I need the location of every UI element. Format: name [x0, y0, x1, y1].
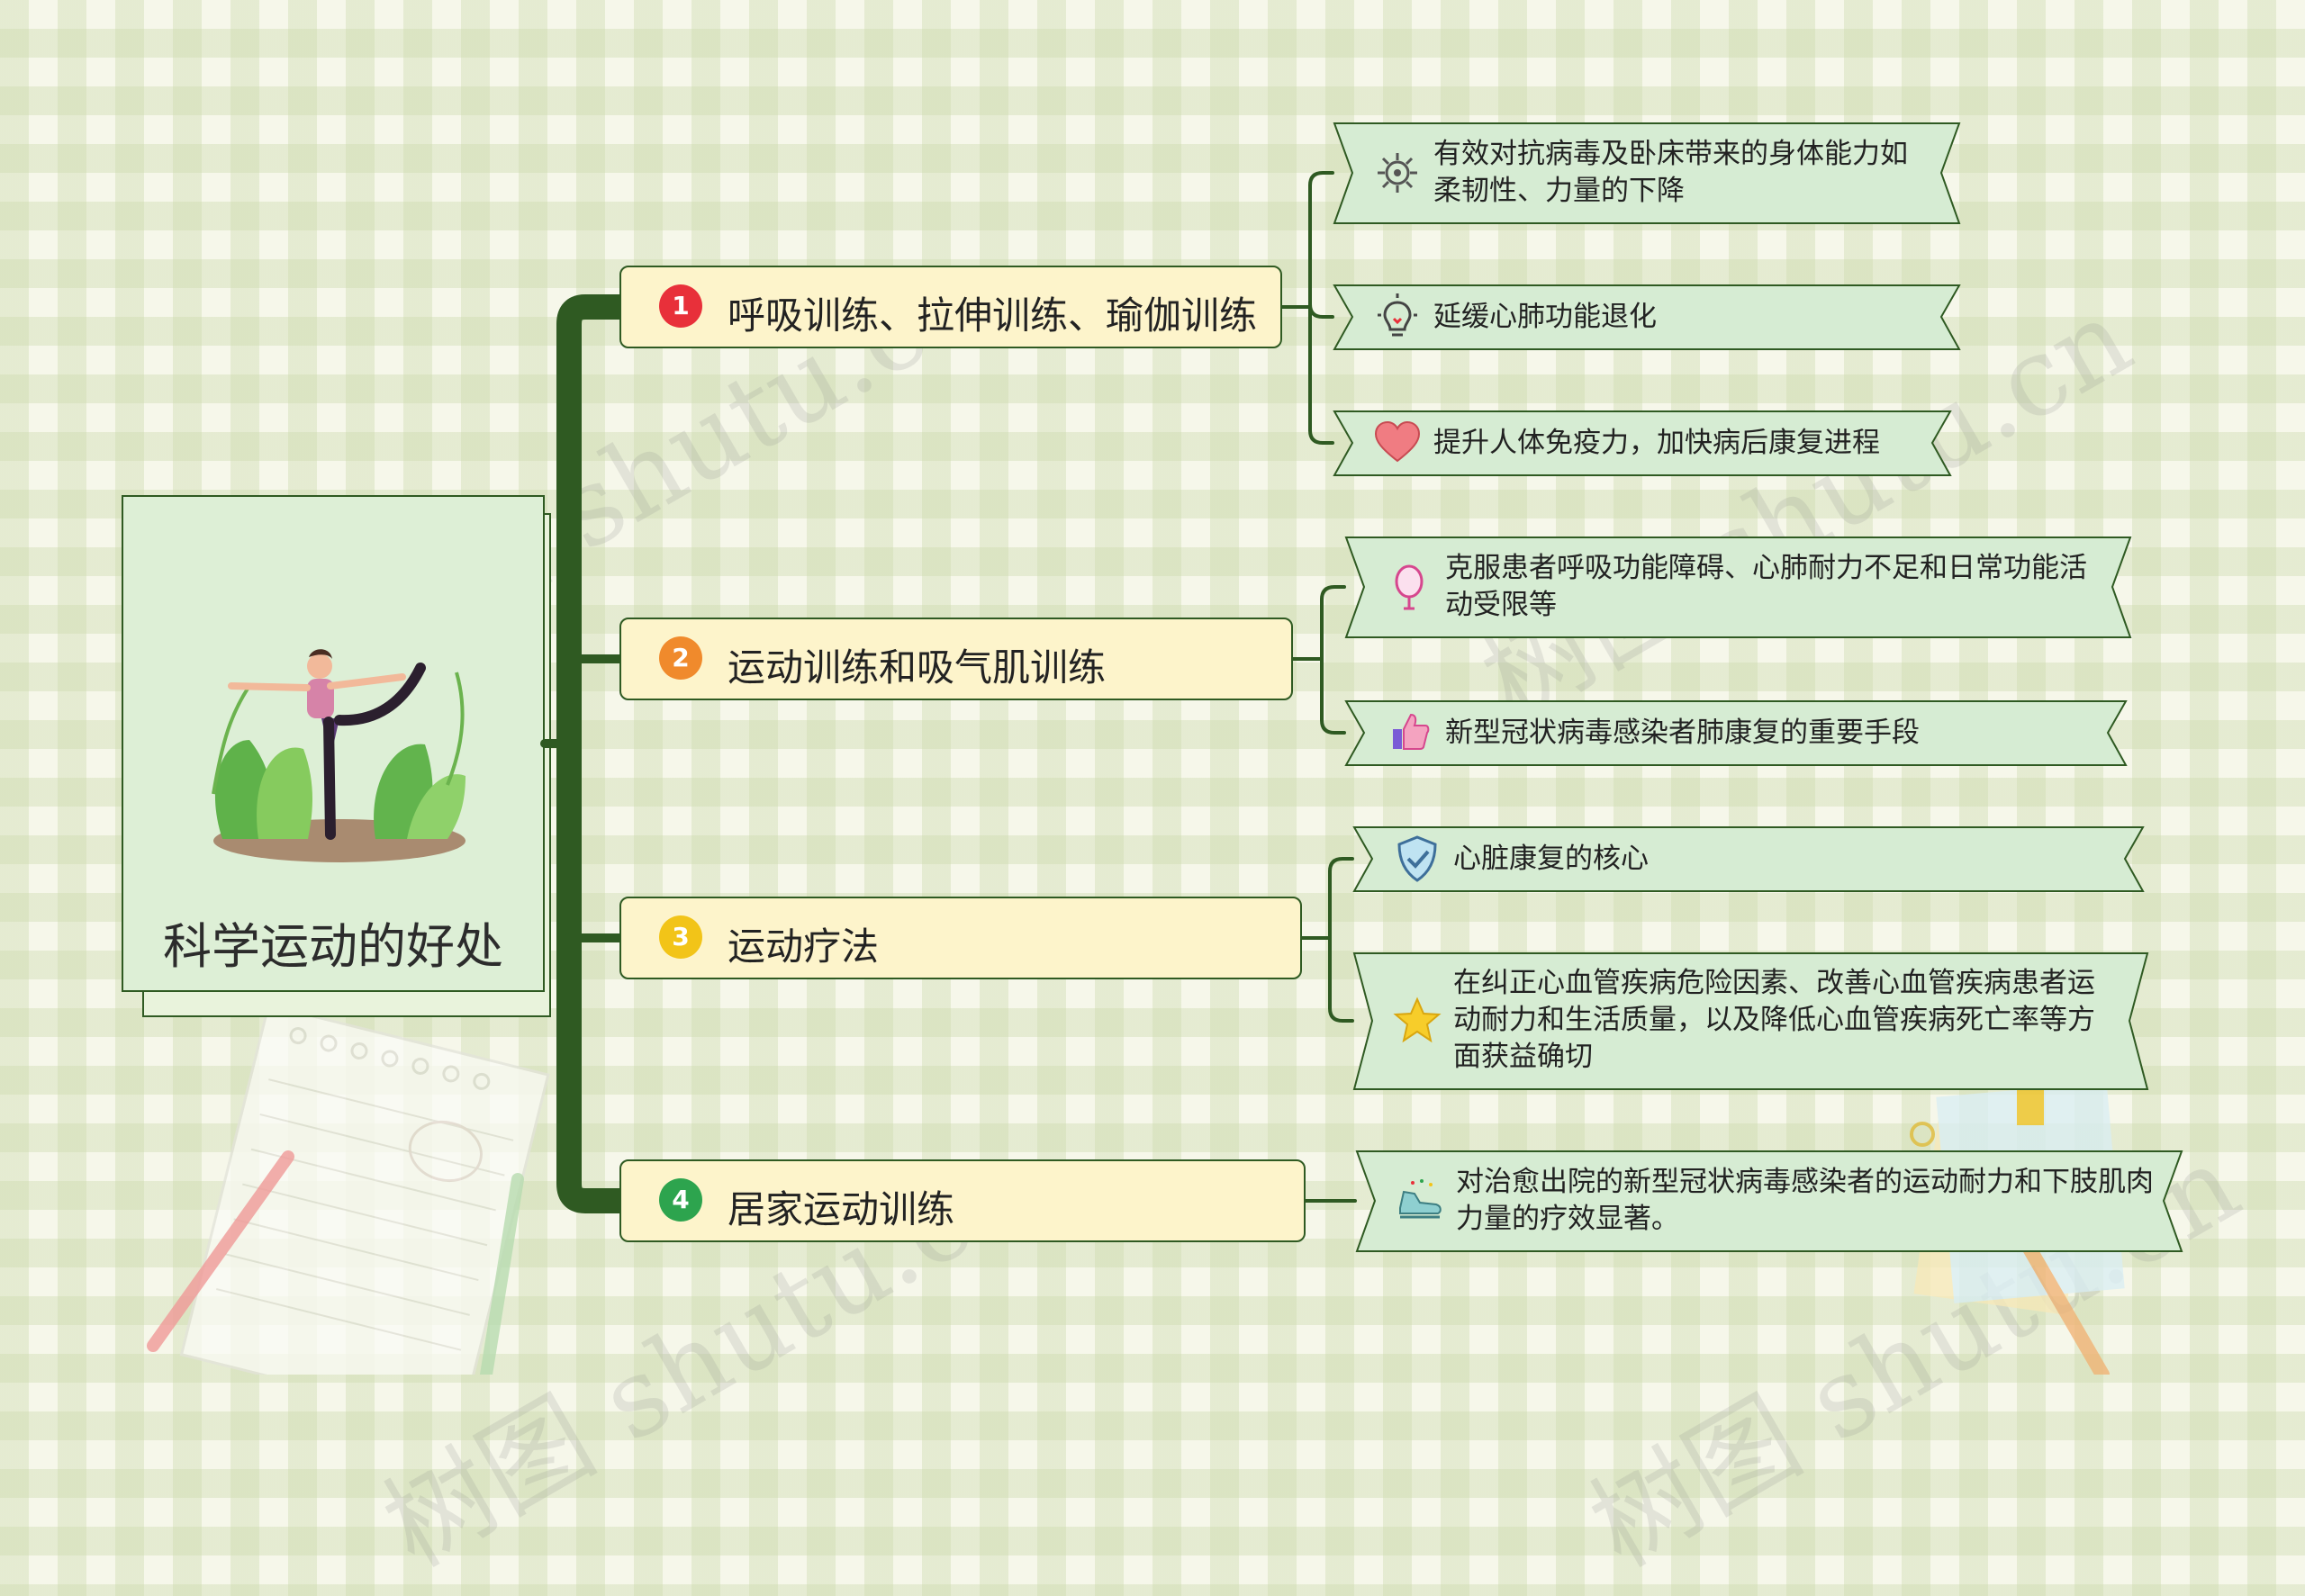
leaf-connector: [1308, 428, 1334, 445]
leaf-connector: [1308, 171, 1334, 187]
leaf-node-1-1[interactable]: 有效对抗病毒及卧床带来的身体能力如柔韧性、力量的下降: [1333, 122, 1961, 225]
branch-node-1[interactable]: 1 呼吸训练、拉伸训练、瑜伽训练: [619, 266, 1282, 348]
leaf-text-2-2: 新型冠状病毒感染者肺康复的重要手段: [1445, 717, 1920, 749]
leaf-text-1-1: 有效对抗病毒及卧床带来的身体能力如柔韧性、力量的下降: [1433, 138, 1908, 207]
leaf-text-1-3: 提升人体免疫力，加快病后康复进程: [1433, 427, 1880, 459]
leaf-node-1-3[interactable]: 提升人体免疫力，加快病后康复进程: [1333, 410, 1952, 477]
branch-node-4[interactable]: 4 居家运动训练: [619, 1159, 1306, 1242]
root-node[interactable]: 科学运动的好处: [122, 495, 545, 992]
lightbulb-icon: [1378, 293, 1417, 337]
leaf-connector: [1320, 718, 1346, 735]
number-badge-4: 4: [659, 1178, 702, 1222]
number-badge-1: 1: [659, 284, 702, 328]
virus-icon: [1378, 153, 1417, 193]
balloon-icon: [1395, 564, 1424, 610]
branch-label-2: 运动训练和吸气肌训练: [728, 645, 1107, 690]
leaf-connector: [1328, 1006, 1354, 1023]
trunk-connector: [556, 294, 632, 1213]
number-badge-3: 3: [659, 915, 702, 959]
shield-check-icon: [1397, 835, 1437, 882]
sneaker-icon: [1399, 1179, 1442, 1219]
leaf-node-1-2[interactable]: 延缓心肺功能退化: [1333, 284, 1961, 351]
yoga-illustration: [212, 649, 466, 862]
leaf-connector: [1320, 585, 1346, 601]
number-badge-2: 2: [659, 636, 702, 680]
leaf-node-2-1[interactable]: 克服患者呼吸功能障碍、心肺耐力不足和日常功能活动受限等: [1344, 536, 2132, 639]
leaf-node-3-2[interactable]: 在纠正心血管疾病危险因素、改善心血管疾病患者运动耐力和生活质量，以及降低心血管疾…: [1352, 951, 2149, 1091]
branch-label-1: 呼吸训练、拉伸训练、瑜伽训练: [728, 293, 1258, 338]
heart-icon: [1374, 420, 1421, 463]
branch-node-3[interactable]: 3 运动疗法: [619, 897, 1302, 979]
thumbs-up-icon: [1393, 713, 1430, 750]
star-icon: [1393, 996, 1442, 1043]
leaf-connector: [1308, 302, 1334, 319]
leaf-node-3-1[interactable]: 心脏康复的核心: [1352, 825, 2145, 893]
root-title: 科学运动的好处: [163, 918, 503, 975]
leaf-text-3-1: 心脏康复的核心: [1453, 843, 1649, 875]
branch-label-4: 居家运动训练: [728, 1187, 955, 1231]
leaf-text-3-2: 在纠正心血管疾病危险因素、改善心血管疾病患者运动耐力和生活质量，以及降低心血管疾…: [1453, 967, 2095, 1073]
leaf-text-4-1: 对治愈出院的新型冠状病毒感染者的运动耐力和下肢肌肉力量的疗效显著。: [1456, 1166, 2154, 1235]
leaf-text-1-2: 延缓心肺功能退化: [1433, 301, 1657, 333]
branch-node-2[interactable]: 2 运动训练和吸气肌训练: [619, 618, 1293, 700]
leaf-node-4-1[interactable]: 对治愈出院的新型冠状病毒感染者的运动耐力和下肢肌肉力量的疗效显著。: [1355, 1150, 2183, 1253]
leaf-connector: [1328, 857, 1354, 873]
leaf-node-2-2[interactable]: 新型冠状病毒感染者肺康复的重要手段: [1344, 699, 2128, 767]
branch-label-3: 运动疗法: [728, 924, 880, 969]
leaf-text-2-1: 克服患者呼吸功能障碍、心肺耐力不足和日常功能活动受限等: [1445, 552, 2087, 621]
